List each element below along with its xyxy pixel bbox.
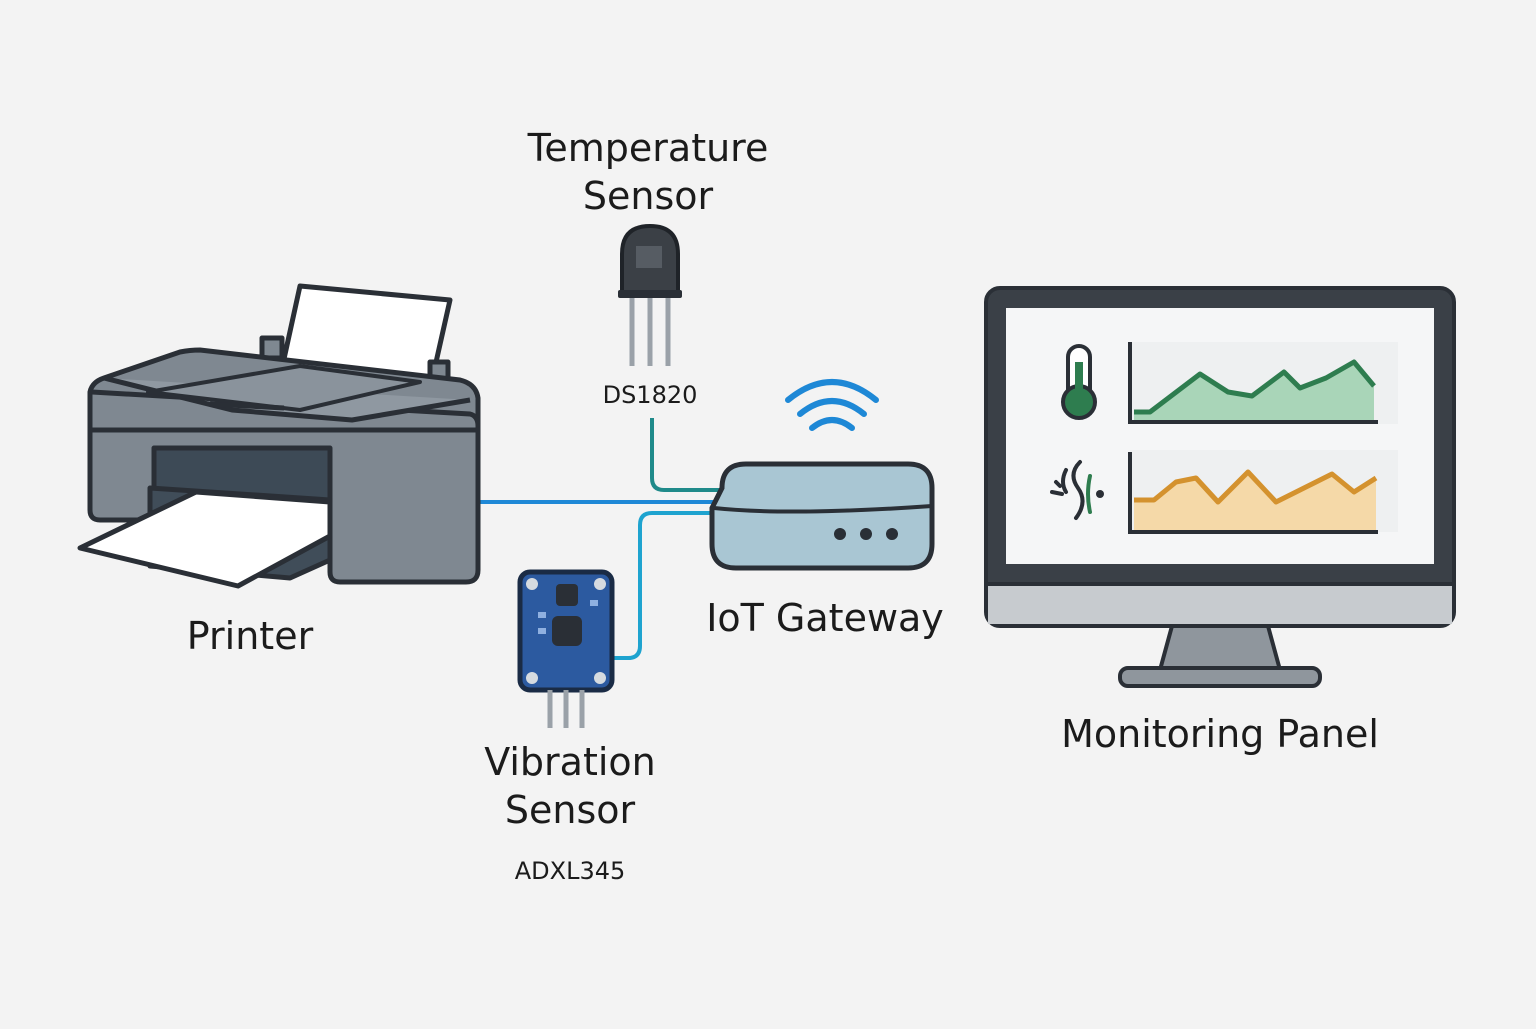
chart-layer [1134, 359, 1378, 530]
thermometer-icon [1061, 344, 1097, 420]
temperature-sensor-label-line2: Sensor [582, 174, 714, 218]
temperature-sensor-label-line1: Temperature [527, 126, 769, 170]
iot-gateway-icon [709, 461, 935, 571]
temperature-sensor-label: Temperature Sensor [526, 124, 770, 220]
chart-axes [1128, 342, 1378, 534]
temperature-chart-line [1134, 359, 1376, 415]
vibration-sensor-icon [517, 569, 615, 728]
temperature-to-gateway-line [650, 418, 720, 492]
vibration-sensor-model: ADXL345 [514, 857, 626, 885]
wifi-icon [785, 379, 879, 431]
vibration-to-gateway-line [612, 511, 720, 660]
vibration-icon [1050, 460, 1104, 520]
vibration-sensor-label-line1: Vibration [484, 740, 656, 784]
printer-label: Printer [186, 614, 314, 658]
connections [480, 418, 720, 660]
temperature-sensor-model: DS1820 [602, 381, 698, 409]
vibration-chart-area [1134, 472, 1376, 530]
monitoring-panel-label: Monitoring Panel [1061, 712, 1379, 756]
temperature-sensor-icon [618, 223, 682, 366]
printer-icon [77, 283, 481, 589]
vibration-sensor-label-line2: Sensor [504, 788, 636, 832]
vibration-chart-axes [1128, 452, 1378, 534]
vibration-sensor-label: Vibration Sensor [470, 738, 670, 834]
temperature-chart-area [1134, 362, 1374, 420]
temperature-chart-axes [1128, 342, 1378, 424]
iot-gateway-label: IoT Gateway [706, 596, 944, 640]
vibration-chart-line [1134, 469, 1378, 505]
